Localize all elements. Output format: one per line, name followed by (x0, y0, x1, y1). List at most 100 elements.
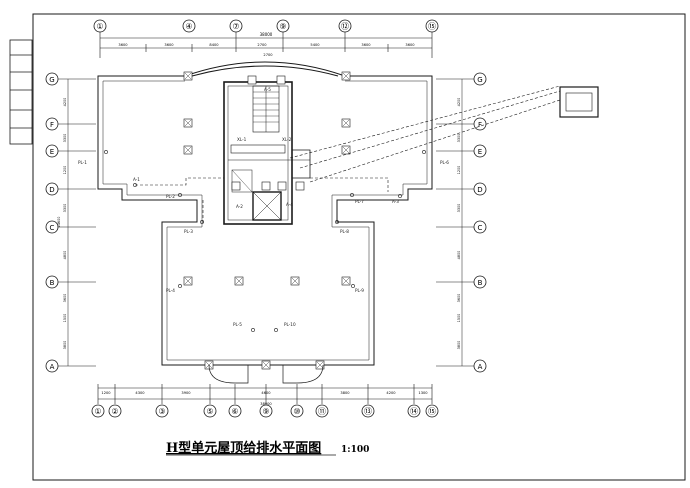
label-pl-10: PL-10 (284, 322, 296, 327)
axis-right: G F E D C B A (473, 72, 487, 373)
label-a-4: A-4 (286, 202, 293, 207)
dim-bottom-seg: 4600 (261, 391, 271, 395)
axis-bubble-top: ④ (185, 22, 192, 31)
dim-left-segments: 4200 3300 1200 3300 4800 3600 1500 3800 (63, 98, 67, 350)
axis-bubble-left: B (50, 279, 55, 287)
dim-right-seg: 3800 (457, 341, 461, 350)
dimension-top (99, 32, 433, 58)
pipe-labels: PL-1 PL-2 PL-3 PL-4 PL-5 PL-6 PL-7 PL-8 … (78, 160, 449, 327)
dim-right-seg: 3300 (457, 134, 461, 143)
dim-bottom-seg: 3900 (181, 391, 191, 395)
label-pl-3: PL-3 (184, 229, 193, 234)
riser-labels: A-1 A-2 A-3 A-4 A-5 XL-1 XL-2 (133, 87, 399, 209)
bay-windows (208, 364, 324, 384)
drawing-border (32, 13, 686, 481)
axis-bubble-right: G (477, 76, 482, 84)
title-strip-marks (10, 54, 32, 129)
dim-bottom-seg: 1200 (101, 391, 111, 395)
dim-right-seg: 3600 (457, 294, 461, 303)
dim-top-seg: 3600 (361, 43, 371, 47)
axis-bubble-bottom: ⑨ (262, 407, 269, 416)
drawing-scale: 1:100 (341, 445, 369, 455)
label-pl-2: PL-2 (166, 194, 175, 199)
axis-bubble-left: G (49, 76, 54, 84)
axis-bubble-bottom: ② (111, 407, 118, 416)
label-pl-6: PL-6 (440, 160, 449, 165)
axis-bubble-right: C (478, 224, 483, 232)
axis-bubble-left: C (50, 224, 55, 232)
label-a-1: A-1 (133, 177, 140, 182)
dim-right-seg: 1500 (457, 314, 461, 323)
axis-bubble-top: ⑦ (232, 22, 239, 31)
axis-bubble-bottom: ⑥ (231, 407, 238, 416)
dim-left-seg: 3800 (63, 341, 67, 350)
dim-top-seg: 3600 (405, 43, 415, 47)
dim-top-segments: 3600 3600 8400 2700 5400 3600 3600 (118, 43, 415, 47)
label-pl-7: PL-7 (355, 199, 364, 204)
dim-bottom-seg: 3800 (340, 391, 350, 395)
dim-top-seg: 2700 (257, 43, 267, 47)
dim-top-seg: 5400 (310, 43, 320, 47)
axis-bubble-bottom: ⑩ (293, 407, 300, 416)
axis-bubble-bottom: ⑪ (318, 407, 326, 416)
dim-left-seg: 1500 (63, 314, 67, 323)
drain-points (104, 150, 426, 332)
stair-core (223, 81, 311, 225)
label-pl-5: PL-5 (233, 322, 242, 327)
dim-bottom-seg: 4200 (386, 391, 396, 395)
label-pl-4: PL-4 (166, 288, 175, 293)
drawing-title: H型单元屋顶给排水平面图 (166, 440, 321, 456)
axis-bubble-left: D (49, 186, 54, 194)
axis-left-leaders (58, 78, 96, 367)
axis-bubble-top: ⑫ (341, 22, 349, 31)
dim-left-seg: 4800 (63, 251, 67, 260)
dim-bottom-segments: 1200 4300 3900 4600 3800 4200 1300 (101, 391, 428, 395)
axis-bubble-left: A (50, 363, 55, 371)
axis-bubble-right: E (478, 148, 482, 156)
axis-top: ① ④ ⑦ ⑨ ⑫ ⑮ (93, 19, 439, 33)
axis-bubble-top: ① (96, 22, 103, 31)
dim-right-segments: 4200 3300 1200 3300 4800 3600 1500 3800 (457, 98, 461, 350)
dim-top-seg: 3600 (164, 43, 174, 47)
label-a-5: A-5 (264, 87, 271, 92)
pipe-lines (135, 85, 561, 224)
dimension-bottom (97, 384, 433, 404)
axis-bubble-right: B (478, 279, 483, 287)
dim-left-total: 24600 (57, 217, 61, 228)
dim-left-seg: 3300 (63, 134, 67, 143)
label-pl-9: PL-9 (355, 288, 364, 293)
axis-bubble-bottom: ③ (158, 407, 165, 416)
label-pl-8: PL-8 (340, 229, 349, 234)
axis-bubble-top: ⑮ (428, 22, 436, 31)
label-a-3: A-3 (392, 199, 399, 204)
dim-right-seg: 3300 (457, 204, 461, 213)
title-strip-left (9, 39, 33, 145)
axis-left: G F E D C B A (45, 72, 59, 373)
dim-bottom-total: 38000 (260, 402, 272, 406)
dim-left-seg: 1200 (63, 166, 67, 175)
dim-left-seg: 3300 (63, 204, 67, 213)
axis-bubble-bottom: ① (94, 407, 101, 416)
axis-bottom: ① ② ③ ⑤ ⑥ ⑨ ⑩ ⑪ ⑬ ⑭ ⑮ (91, 404, 439, 418)
dim-top-seg: 3600 (118, 43, 128, 47)
axis-bubble-bottom: ⑬ (364, 407, 372, 416)
dim-left-seg: 3600 (63, 294, 67, 303)
axis-right-leaders (436, 78, 474, 367)
axis-bubble-right: F (478, 121, 482, 129)
axis-bubble-left: E (50, 148, 54, 156)
axis-bubble-right: D (477, 186, 482, 194)
axis-bubble-top: ⑨ (279, 22, 286, 31)
label-xl-1: XL-1 (237, 137, 247, 142)
axis-bubble-bottom: ⑭ (410, 407, 418, 416)
dim-bottom-seg: 1300 (418, 391, 428, 395)
building-outline (97, 61, 433, 366)
axis-bubble-bottom: ⑤ (206, 407, 213, 416)
dim-right-seg: 4800 (457, 251, 461, 260)
label-pl-1: PL-1 (78, 160, 87, 165)
dim-top-total: 38000 (260, 32, 273, 37)
axis-bubble-left: F (50, 121, 54, 129)
dim-top-mid: 2700 (263, 53, 273, 57)
dim-bottom-seg: 4300 (135, 391, 145, 395)
roof-tank (559, 86, 599, 118)
